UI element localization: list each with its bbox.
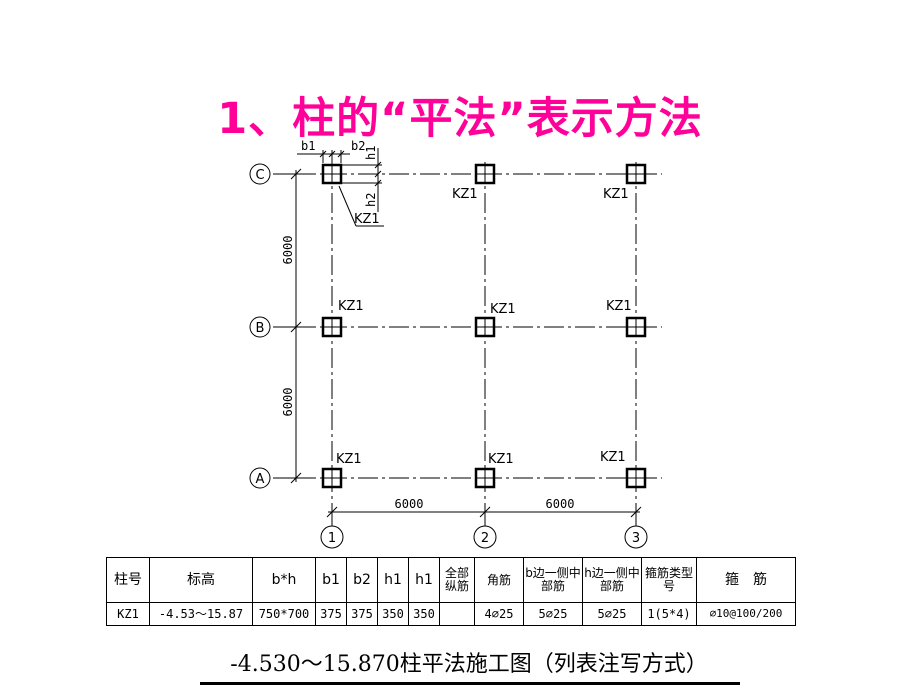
header-cell: 柱号 [106,557,150,603]
dim-label-h2: h2 [364,193,378,207]
header-cell: b*h [252,557,316,603]
table-cell: 350 [377,602,409,626]
dimension-12: 6000 [395,497,424,511]
header-cell: h1 [377,557,409,603]
header-cell: h边一侧中部筋 [582,557,642,603]
table-cell: 4⌀25 [474,602,524,626]
drawing-caption: -4.530～15.870柱平法施工图（列表注写方式） [230,652,708,677]
header-cell: h1 [408,557,440,603]
header-cell: 全部纵筋 [439,557,475,603]
slide-title: 1、柱的“平法”表示方法 [217,94,703,144]
header-cell: 角筋 [474,557,524,603]
svg-text:B: B [256,321,265,336]
header-cell: b2 [346,557,378,603]
header-cell: 箍筋类型号 [641,557,697,603]
svg-text:1: 1 [328,531,336,546]
column-label-c3: KZ1 [603,187,629,202]
table-cell: 5⌀25 [523,602,583,626]
header-cell: 标高 [149,557,253,603]
dim-label-h1: h1 [364,146,378,160]
svg-text:3: 3 [632,531,640,546]
column-spec-table: 柱号 标高 b*h b1 b2 h1 h1 全部纵筋 角筋 b边一侧中部筋 h边… [106,557,796,626]
column-label-a2: KZ1 [488,452,514,467]
table-row: KZ1 -4.53～15.87 750*700 375 375 350 350 … [106,602,796,626]
row-axis-bubble-c: C [249,163,271,185]
dim-label-b1: b1 [301,139,315,153]
table-cell: 350 [408,602,440,626]
table-cell [439,602,475,626]
dim-label-b2: b2 [351,139,365,153]
column-label-a3: KZ1 [600,450,626,465]
svg-text:KZ1: KZ1 [354,212,380,227]
column-c1-leader: KZ1 [338,185,384,227]
svg-text:C: C [255,168,264,183]
col-axis-bubble-3: 3 [624,525,648,549]
row-axis-bubble-b: B [249,316,271,338]
svg-text:A: A [256,472,265,487]
table-header-row: 柱号 标高 b*h b1 b2 h1 h1 全部纵筋 角筋 b边一侧中部筋 h边… [106,557,796,603]
header-cell: 箍 筋 [696,557,796,603]
col-axis-bubble-1: 1 [320,525,344,549]
caption-underline [200,682,740,685]
table-cell: KZ1 [106,602,150,626]
column-plan-drawing: C B A 1 2 3 6000 6000 6000 6000 [249,139,662,549]
table-cell: 750*700 [252,602,316,626]
table-cell: 375 [315,602,347,626]
col-axis-bubble-2: 2 [473,525,497,549]
table-cell: ⌀10@100/200 [696,602,796,626]
table-cell: -4.53～15.87 [149,602,253,626]
table-cell: 5⌀25 [582,602,642,626]
dimension-ba: 6000 [281,388,295,417]
vertical-dimension [290,168,302,484]
svg-text:2: 2 [481,531,489,546]
header-cell: b1 [315,557,347,603]
column-label-a1: KZ1 [336,452,362,467]
column-label-b1: KZ1 [338,299,364,314]
column-label-b3: KZ1 [606,299,632,314]
column-label-b2: KZ1 [490,302,516,317]
column-detail-dimensions [297,148,382,212]
table-cell: 1(5*4) [641,602,697,626]
column-label-c2: KZ1 [452,187,478,202]
dimension-cb: 6000 [281,236,295,265]
horizontal-dimension [326,506,642,518]
table-cell: 375 [346,602,378,626]
header-cell: b边一侧中部筋 [523,557,583,603]
row-axis-bubble-a: A [249,467,271,489]
dimension-23: 6000 [546,497,575,511]
